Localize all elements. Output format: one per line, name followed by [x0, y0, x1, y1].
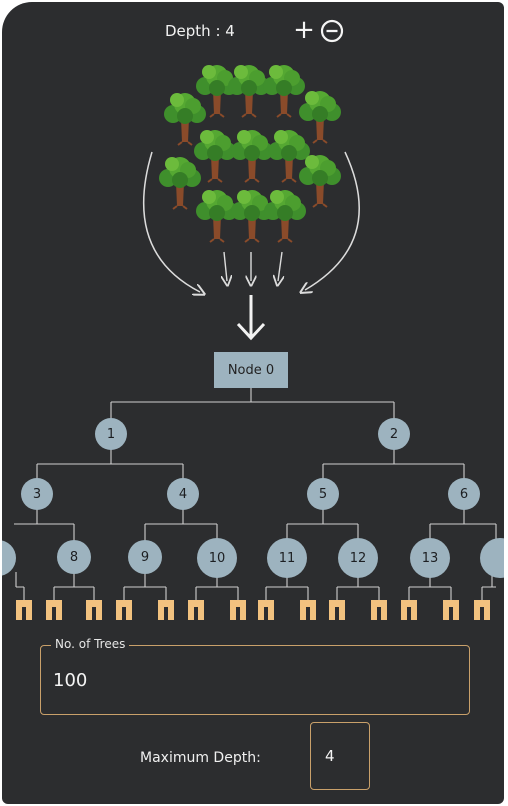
max-depth-field[interactable]: 4 — [310, 722, 370, 790]
tree-node: 5 — [307, 478, 339, 510]
tree-icon — [158, 64, 342, 243]
right-curve-arrow — [305, 151, 360, 290]
forest-diagram — [14, 64, 497, 620]
tree-connectors — [14, 388, 497, 602]
tree-node: 2 — [378, 418, 410, 450]
trees-count-value[interactable]: 100 — [53, 670, 88, 691]
left-curve-arrow — [142, 151, 200, 292]
tree-node: 6 — [448, 478, 480, 510]
tree-node: 8 — [57, 540, 91, 574]
trees-count-label: No. of Trees — [51, 637, 130, 651]
tree-node: 13 — [410, 538, 450, 578]
trees-count-field[interactable]: No. of Trees 100 — [40, 637, 470, 715]
root-node: Node 0 — [214, 352, 288, 388]
max-depth-value[interactable]: 4 — [325, 747, 335, 765]
tree-node: 12 — [338, 538, 378, 578]
tree-node: 3 — [21, 478, 53, 510]
tree-node: 4 — [167, 478, 199, 510]
tree-node: 10 — [197, 538, 237, 578]
arrow-down-icon — [236, 295, 266, 341]
minus-circle-icon[interactable] — [320, 19, 344, 43]
tree-node-partial — [2, 540, 16, 576]
plus-icon[interactable]: + — [293, 15, 315, 45]
depth-indicator: Depth : 4 — [165, 22, 235, 40]
tree-node: 1 — [95, 418, 127, 450]
leaf-row — [16, 600, 490, 620]
max-depth-label: Maximum Depth: — [140, 750, 261, 766]
tree-node: 11 — [267, 538, 307, 578]
tree-node: 9 — [128, 540, 162, 574]
depth-toolbar: Depth : 4 + — [2, 16, 504, 48]
